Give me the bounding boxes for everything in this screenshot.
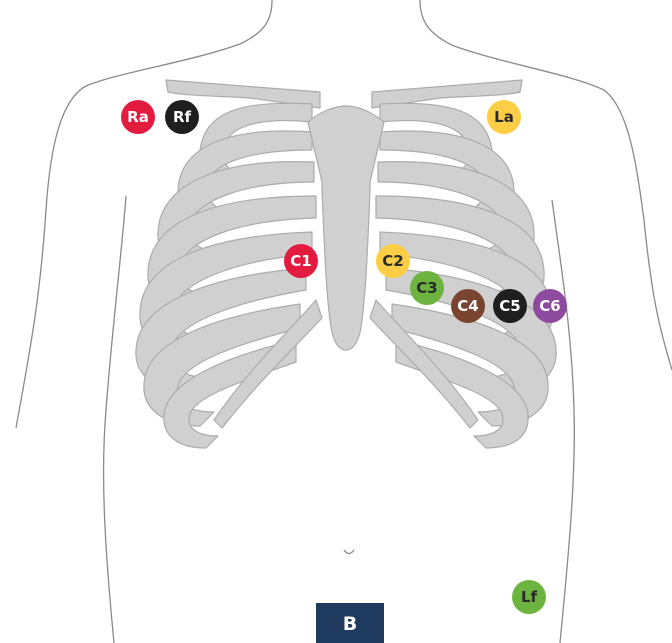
electrode-c5-label: C5 (499, 297, 520, 315)
electrode-c3: C3 (410, 271, 444, 305)
electrode-c1-label: C1 (290, 252, 311, 270)
electrode-ra: Ra (121, 100, 155, 134)
electrode-rf-label: Rf (173, 108, 192, 126)
electrode-c6: C6 (533, 289, 567, 323)
electrode-lf: Lf (512, 580, 546, 614)
electrode-la-label: La (494, 108, 514, 126)
electrode-ra-label: Ra (127, 108, 149, 126)
electrode-c2: C2 (376, 244, 410, 278)
left-flank (104, 196, 126, 643)
electrode-c3-label: C3 (416, 279, 437, 297)
navel (344, 550, 354, 554)
panel-label-text: B (343, 613, 357, 635)
electrode-c2-label: C2 (382, 252, 403, 270)
electrode-rf: Rf (165, 100, 199, 134)
right-flank (552, 200, 574, 643)
electrode-c6-label: C6 (539, 297, 560, 315)
electrode-c4: C4 (451, 289, 485, 323)
electrode-c5: C5 (493, 289, 527, 323)
electrode-lf-label: Lf (521, 588, 538, 606)
electrode-c1: C1 (284, 244, 318, 278)
panel-label-badge: B (316, 603, 384, 643)
electrode-c4-label: C4 (457, 297, 478, 315)
rib-cage (136, 80, 556, 448)
electrode-la: La (487, 100, 521, 134)
